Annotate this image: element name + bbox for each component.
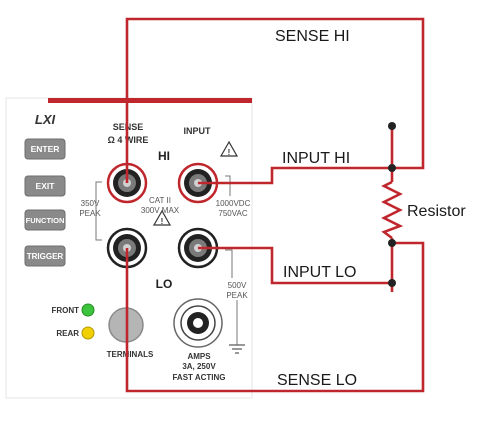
input-lo-wire xyxy=(198,246,392,285)
lxi-logo: LXI xyxy=(35,112,56,127)
trigger-button-label: TRIGGER xyxy=(27,252,64,261)
junction-dot xyxy=(388,164,396,172)
junction-dot xyxy=(388,279,396,287)
ground-icon xyxy=(229,344,245,354)
sense-lo-label: SENSE LO xyxy=(277,372,357,389)
input-lo-label: INPUT LO xyxy=(283,264,357,281)
lo-label: LO xyxy=(156,277,173,291)
amps-label: AMPS xyxy=(187,352,211,361)
amps-terminal[interactable] xyxy=(173,298,223,348)
front-label: FRONT xyxy=(51,306,79,315)
rating-500v: 500V xyxy=(228,281,247,290)
rear-label: REAR xyxy=(56,329,79,338)
front-led-icon xyxy=(81,303,95,317)
junction-dot xyxy=(388,122,396,130)
warning-icon: ! xyxy=(219,140,239,157)
amps-fuse: FAST ACTING xyxy=(172,373,225,382)
resistor-icon xyxy=(381,180,404,240)
resistor-label: Resistor xyxy=(407,203,466,220)
rating-300v: 300V MAX xyxy=(141,206,180,215)
rating-1000vdc: 1000VDC xyxy=(216,199,251,208)
terminals-label: TERMINALS xyxy=(107,350,154,359)
trigger-button[interactable]: TRIGGER xyxy=(24,245,66,267)
sense-hi-label: SENSE HI xyxy=(275,28,350,45)
svg-text:!: ! xyxy=(161,217,164,226)
warning-icon: ! xyxy=(152,209,172,226)
panel-red-stripe xyxy=(48,98,252,103)
junction-dot xyxy=(388,239,396,247)
input-hi-wire xyxy=(198,166,392,185)
sense-hi-wire xyxy=(125,17,425,183)
function-button-label: FUNCTION xyxy=(26,216,65,225)
rating-500v-peak: PEAK xyxy=(226,291,248,300)
exit-button-label: EXIT xyxy=(36,181,56,191)
rear-led-icon xyxy=(81,326,95,340)
sense-lo-wire xyxy=(125,241,425,393)
enter-button[interactable]: ENTER xyxy=(24,138,66,160)
hi-label: HI xyxy=(158,149,170,163)
svg-text:!: ! xyxy=(228,148,231,157)
junctions xyxy=(388,122,396,287)
rating-350v: 350V xyxy=(81,199,100,208)
rating-cat: CAT II xyxy=(149,196,171,205)
input-title: INPUT xyxy=(184,126,212,136)
rating-750vac: 750VAC xyxy=(218,209,247,218)
exit-button[interactable]: EXIT xyxy=(24,175,66,197)
function-button[interactable]: FUNCTION xyxy=(24,209,66,231)
amps-rating: 3A, 250V xyxy=(182,362,216,371)
input-hi-label: INPUT HI xyxy=(282,150,350,167)
rating-350v-peak: PEAK xyxy=(79,209,101,218)
enter-button-label: ENTER xyxy=(31,144,60,154)
